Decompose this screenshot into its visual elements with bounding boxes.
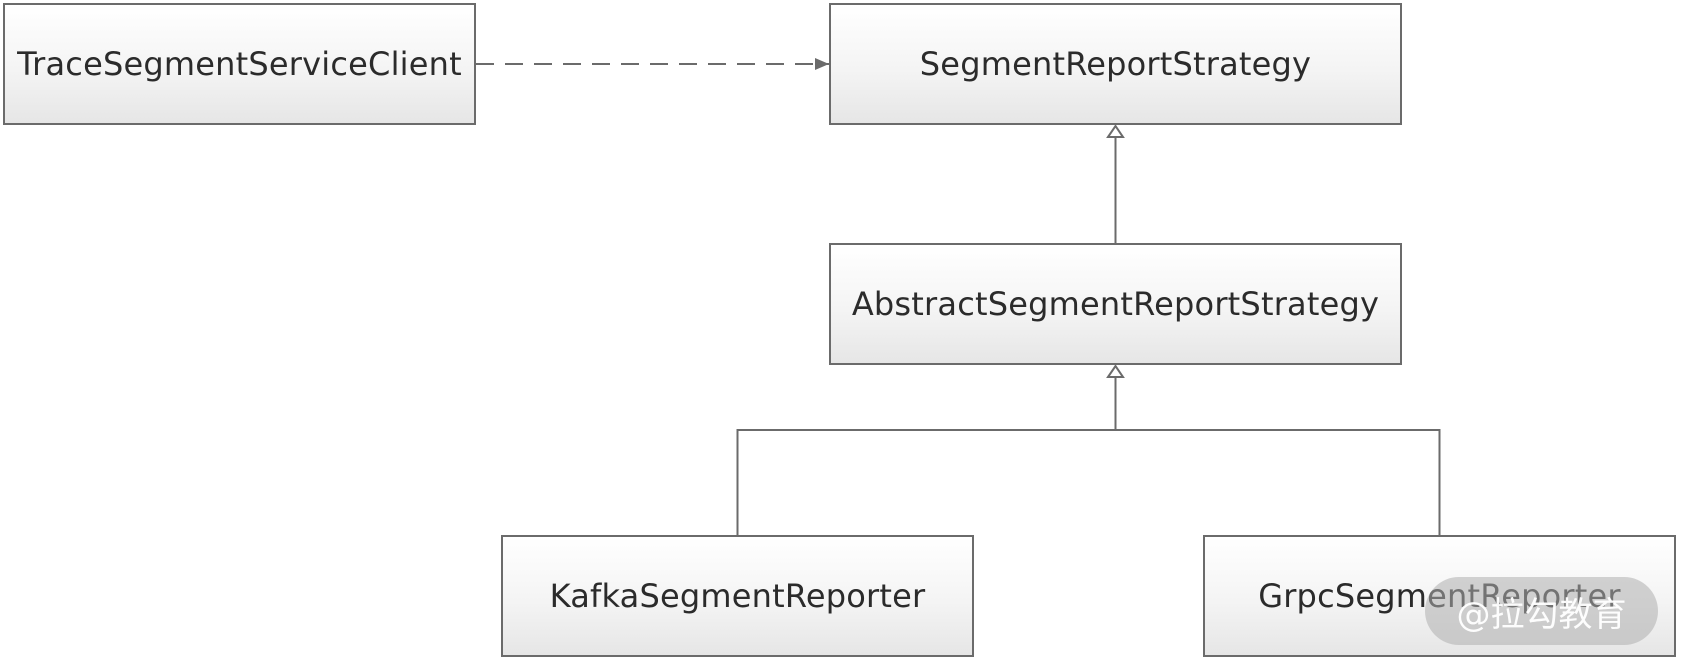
inheritance-edge-kafka — [736, 429, 1116, 535]
node-kafka-segment-reporter: KafkaSegmentReporter — [501, 535, 974, 657]
node-segment-report-strategy: SegmentReportStrategy — [829, 3, 1402, 125]
watermark-text: @拉勾教育 — [1456, 594, 1627, 635]
inheritance-edge-grpc — [1115, 429, 1441, 535]
node-label: AbstractSegmentReportStrategy — [851, 285, 1380, 323]
inheritance-arrowhead-top — [1106, 124, 1125, 138]
node-label: SegmentReportStrategy — [919, 45, 1312, 83]
inheritance-arrowhead-middle — [1106, 364, 1125, 378]
node-label: TraceSegmentServiceClient — [17, 45, 462, 83]
watermark-badge: @拉勾教育 — [1425, 577, 1658, 645]
node-label: KafkaSegmentReporter — [549, 577, 926, 615]
node-abstract-segment-report-strategy: AbstractSegmentReportStrategy — [829, 243, 1402, 365]
node-trace-segment-service-client: TraceSegmentServiceClient — [3, 3, 476, 125]
